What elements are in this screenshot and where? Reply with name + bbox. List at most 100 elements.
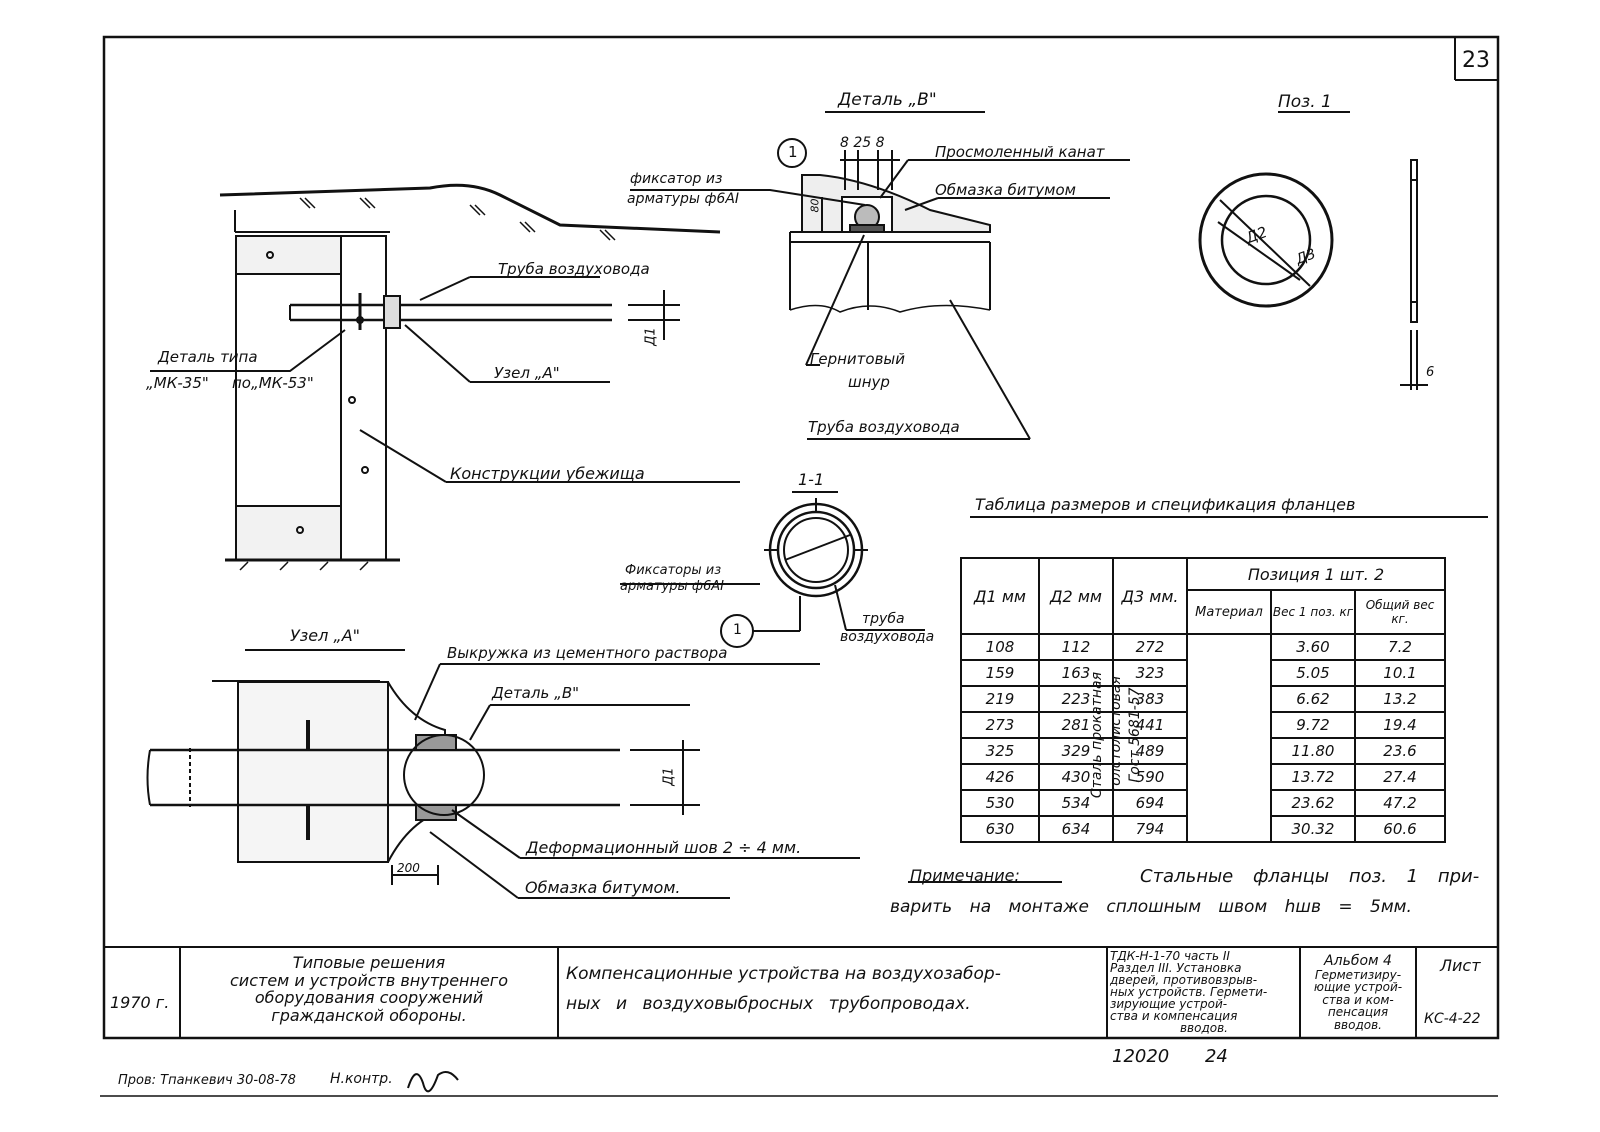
main-dim-d1: Д1: [643, 327, 659, 346]
cell-d3: 383: [1112, 685, 1188, 713]
detail-b-dims: 8 25 8: [840, 135, 885, 151]
cell-d3: 694: [1112, 789, 1188, 817]
cell-d1: 273: [960, 711, 1040, 739]
cell-w1: 11.80: [1270, 737, 1356, 765]
table-row: 159 163 323 5.05 10.1: [960, 659, 1446, 687]
footer-stamp: 12020 24: [1112, 1046, 1228, 1067]
cell-wt: 10.1: [1354, 659, 1446, 687]
table-row: 273 281 441 9.72 19.4: [960, 711, 1446, 739]
detail-b-drawing: [630, 111, 1130, 440]
mk53-label: по„МК-53": [232, 374, 314, 392]
tb-code-2: Раздел III. Установка: [1110, 961, 1242, 975]
tb-code-3: дверей, противовзрыв-: [1110, 973, 1258, 987]
title-block-frame: [104, 946, 1498, 1038]
cell-d3: 489: [1112, 737, 1188, 765]
tb-list-value: КС-4-22: [1424, 1011, 1481, 1027]
cell-d2: 281: [1038, 711, 1114, 739]
header-weight-total: Общий вес кг.: [1354, 589, 1446, 635]
cell-wt: 19.4: [1354, 711, 1446, 739]
header-d3: Д3 мм.: [1112, 557, 1188, 635]
material-cell: Сталь прокатная толстолистовая Гост 5681…: [1089, 633, 1272, 843]
cell-d2: 163: [1038, 659, 1114, 687]
sheet-frame: [102, 35, 1500, 1040]
pos1-title: Поз. 1: [1278, 92, 1332, 112]
tb-album-4: ства и ком-: [1322, 992, 1394, 1007]
table-row: 530 534 694 23.62 47.2: [960, 789, 1446, 817]
gernit-label-2: шнур: [848, 373, 890, 391]
cell-d2: 223: [1038, 685, 1114, 713]
fixators-label-2: арматуры ф6АI: [620, 579, 725, 594]
node-a-ref-label: Узел „А": [494, 364, 560, 382]
cell-d2: 430: [1038, 763, 1114, 791]
note-title: Примечание:: [910, 866, 1020, 885]
node-a-drawing: [146, 649, 860, 899]
detail-type-label: Деталь типа: [158, 348, 258, 366]
cell-d3: 441: [1112, 711, 1188, 739]
tb-album-block: Альбом 4 Герметизиру- ющие устрой- ства …: [1302, 954, 1414, 1032]
tb-code-block: ТДК-Н-1-70 часть II Раздел III. Установк…: [1110, 950, 1298, 1034]
footer-norm: Н.контр.: [330, 1071, 393, 1087]
dim-200: 200: [397, 861, 420, 875]
rope-label: Просмоленный канат: [935, 143, 1105, 161]
cell-d1: 426: [960, 763, 1040, 791]
cell-d1: 159: [960, 659, 1040, 687]
sheet-number: 23: [1462, 48, 1490, 73]
detail-b-bitumen-label: Обмазка битумом: [935, 181, 1076, 199]
cell-wt: 13.2: [1354, 685, 1446, 713]
tb-album-3: ющие устрой-: [1313, 980, 1403, 995]
cell-w1: 9.72: [1270, 711, 1356, 739]
table-row: 325 329 489 11.80 23.6: [960, 737, 1446, 765]
flange-table: Д1 мм Д2 мм Д3 мм. Позиция 1 шт. 2 Матер…: [960, 557, 1446, 843]
header-material: Материал: [1186, 589, 1272, 635]
main-pipe-label: Труба воздуховода: [498, 260, 650, 278]
section-1-1-drawing: [620, 491, 925, 648]
table-row: 426 430 590 13.72 27.4: [960, 763, 1446, 791]
fixator-label-1: фиксатор из: [630, 171, 723, 187]
note-line-2: варить на монтаже сплошным швом hшв = 5м…: [890, 897, 1412, 917]
pos1-drawing: [1198, 111, 1428, 390]
tb-album-1: Альбом 4: [1324, 953, 1392, 969]
cell-d3: 794: [1112, 815, 1188, 843]
cell-wt: 23.6: [1354, 737, 1446, 765]
tb-code-6: ства и компенсация: [1110, 1009, 1238, 1023]
tb-sheet-title-2: ных и воздуховыбросных трубопроводах.: [566, 994, 971, 1014]
detail-b-callout: 1: [788, 143, 798, 161]
tb-org-line-3: оборудования сооружений: [254, 988, 484, 1008]
tb-code-1: ТДК-Н-1-70 часть II: [1110, 949, 1230, 963]
node-a-dim-d1: Д1: [661, 767, 677, 786]
tb-code-5: зирующие устрой-: [1110, 997, 1228, 1011]
tb-list-label: Лист: [1440, 956, 1481, 975]
table-row: 219 223 383 6.62 13.2: [960, 685, 1446, 713]
mk35-label: „МК-35": [146, 374, 209, 392]
tb-code-7: вводов.: [1179, 1021, 1228, 1035]
cell-wt: 47.2: [1354, 789, 1446, 817]
joint-label: Деформационный шов 2 ÷ 4 мм.: [526, 838, 802, 857]
tb-org-line-2: систем и устройств внутреннего: [230, 970, 508, 990]
node-a-title: Узел „А": [290, 626, 361, 645]
section-callout: 1: [733, 622, 742, 638]
cell-d1: 630: [960, 815, 1040, 843]
fixators-label-1: Фиксаторы из: [625, 563, 722, 578]
tb-album-5: пенсация: [1327, 1005, 1389, 1020]
cell-d1: 530: [960, 789, 1040, 817]
material-text-2: толстолистовая: [1107, 676, 1124, 794]
cell-d1: 219: [960, 685, 1040, 713]
cell-d1: 108: [960, 633, 1040, 661]
cell-d2: 634: [1038, 815, 1114, 843]
tb-sheet-title-1: Компенсационные устройства на воздухозаб…: [566, 964, 1001, 984]
cell-d2: 112: [1038, 633, 1114, 661]
cell-w1: 23.62: [1270, 789, 1356, 817]
tb-album-2: Герметизиру-: [1314, 967, 1402, 982]
tb-album-6: вводов.: [1333, 1018, 1382, 1033]
table-title: Таблица размеров и спецификация фланцев: [975, 495, 1356, 514]
fixator-label-2: арматуры ф6АI: [627, 191, 740, 207]
tb-org-line-1: Типовые решения: [292, 953, 446, 972]
tb-code-4: ных устройств. Гермети-: [1110, 985, 1268, 999]
gernit-label-1: Гернитовый: [810, 350, 906, 368]
tb-organization: Типовые решения систем и устройств внутр…: [182, 954, 556, 1024]
header-position: Позиция 1 шт. 2: [1186, 557, 1446, 591]
cell-wt: 60.6: [1354, 815, 1446, 843]
cement-label: Выкружка из цементного раствора: [447, 644, 728, 662]
node-a-detail-b-ref: Деталь „В": [492, 684, 580, 702]
